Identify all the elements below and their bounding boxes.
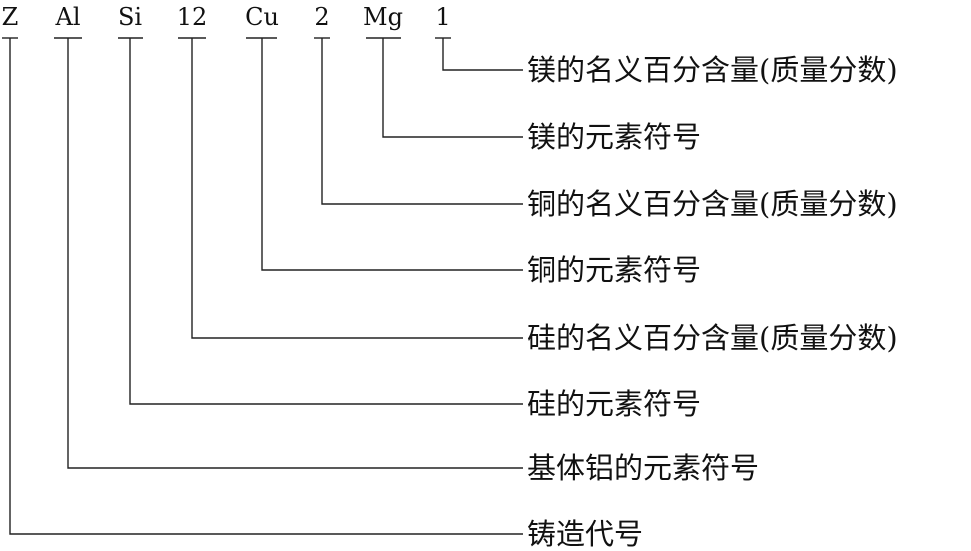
leader-line-magnesium	[382, 38, 523, 138]
leader-line-copper-percent	[321, 38, 523, 205]
code-token-copper: Cu	[245, 3, 279, 31]
code-token-silicon-percent: 12	[177, 3, 208, 31]
leader-lines	[9, 38, 523, 535]
code-token-magnesium: Mg	[363, 3, 403, 31]
leader-line-silicon	[129, 38, 523, 405]
description-copper-symbol: 铜的元素符号	[527, 253, 701, 287]
description-silicon-symbol: 硅的元素符号	[527, 387, 701, 421]
description-copper-percent: 铜的名义百分含量(质量分数)	[527, 187, 898, 221]
leader-line-casting	[9, 38, 523, 535]
code-token-magnesium-percent: 1	[435, 3, 450, 31]
code-token-aluminum: Al	[54, 3, 80, 31]
leader-line-silicon-percent	[191, 38, 523, 339]
leader-line-aluminum	[67, 38, 523, 469]
leader-line-copper	[261, 38, 523, 271]
code-token-copper-percent: 2	[314, 3, 329, 31]
code-token-silicon: Si	[118, 3, 142, 31]
leader-line-magnesium-percent	[442, 38, 523, 71]
description-magnesium-percent: 镁的名义百分含量(质量分数)	[527, 53, 898, 87]
description-casting-code: 铸造代号	[527, 517, 643, 551]
description-magnesium-symbol: 镁的元素符号	[527, 120, 701, 154]
description-silicon-percent: 硅的名义百分含量(质量分数)	[527, 321, 898, 355]
code-token-casting: Z	[2, 3, 19, 31]
description-aluminum-symbol: 基体铝的元素符号	[527, 451, 759, 485]
